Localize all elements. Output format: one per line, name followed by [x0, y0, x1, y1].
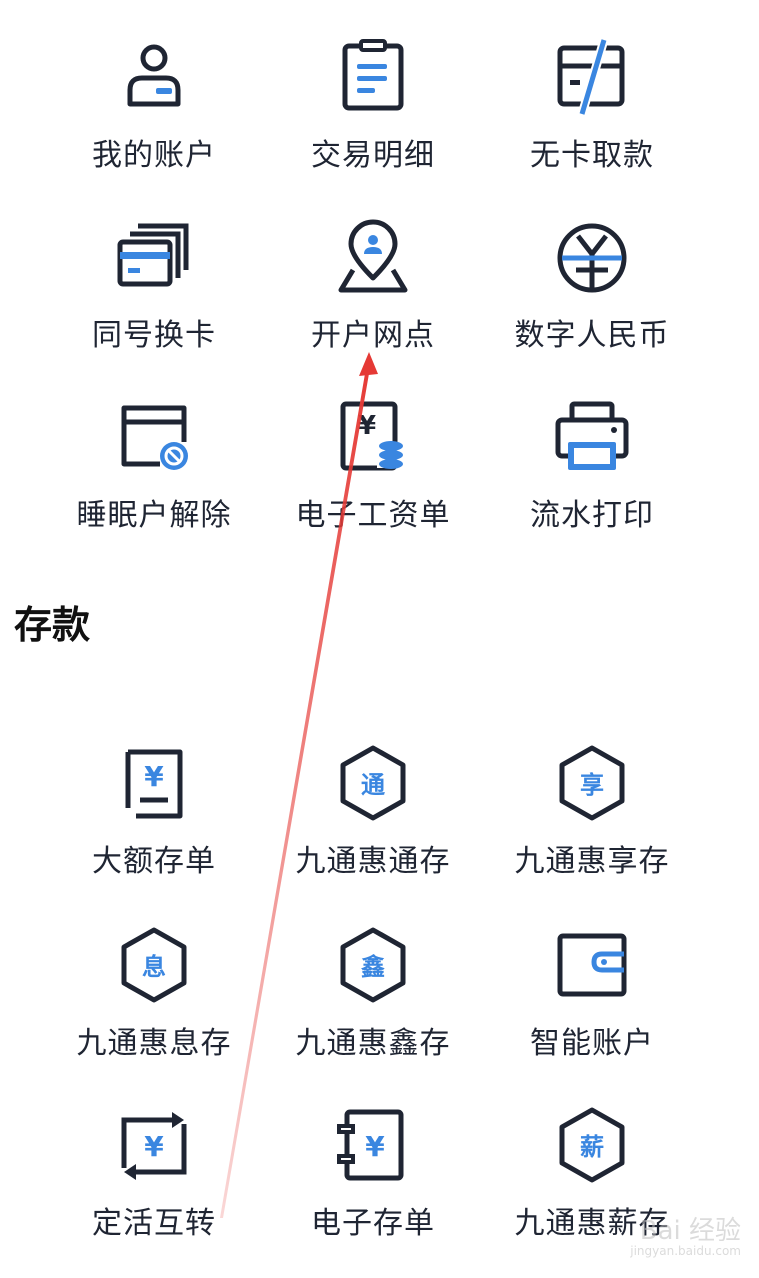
deposit-item-jiutong-tong[interactable]: 通 九通惠通存	[263, 744, 483, 914]
deposit-item-jiutong-xi[interactable]: 息 九通惠息存	[44, 926, 264, 1096]
svg-text:¥: ¥	[358, 411, 376, 441]
grid-item-label: 交易明细	[311, 138, 435, 173]
grid-item-label: 九通惠薪存	[514, 1206, 670, 1241]
grid-item-label: 电子存单	[311, 1206, 435, 1241]
grid-item-branch-location[interactable]: 开户网点	[263, 218, 483, 388]
svg-text:¥: ¥	[144, 1130, 164, 1163]
printer-icon	[552, 398, 632, 478]
svg-text:薪: 薪	[580, 1133, 604, 1161]
grid-item-my-account[interactable]: 我的账户	[44, 38, 264, 208]
jiutong-tong-icon: 通	[333, 744, 413, 824]
svg-text:鑫: 鑫	[361, 953, 385, 981]
branch-location-icon	[333, 218, 413, 298]
deposit-item-jiutong-xin[interactable]: 鑫 九通惠鑫存	[263, 926, 483, 1096]
smart-account-wallet-icon	[552, 926, 632, 1006]
grid-item-label: 我的账户	[92, 138, 216, 173]
grid-item-label: 九通惠享存	[514, 844, 670, 879]
jiutong-xin-icon: 鑫	[333, 926, 413, 1006]
transaction-details-icon	[333, 38, 413, 118]
grid-item-label: 九通惠鑫存	[295, 1026, 451, 1061]
grid-item-label: 睡眠户解除	[76, 498, 232, 533]
svg-text:享: 享	[580, 771, 604, 799]
grid-item-label: 开户网点	[311, 318, 435, 353]
fixed-demand-transfer-icon: ¥	[114, 1106, 194, 1186]
grid-item-label: 同号换卡	[92, 318, 216, 353]
grid-item-transaction-details[interactable]: 交易明细	[263, 38, 483, 208]
e-deposit-icon: ¥	[333, 1106, 413, 1186]
jiutong-xin-salary-icon: 薪	[552, 1106, 632, 1186]
deposit-item-smart-account[interactable]: 智能账户	[482, 926, 702, 1096]
cardless-withdrawal-icon	[552, 38, 632, 118]
grid-item-label: 定活互转	[92, 1206, 216, 1241]
deposit-item-jiutong-xin-salary[interactable]: 薪 九通惠薪存	[482, 1106, 702, 1276]
grid-item-label: 无卡取款	[530, 138, 654, 173]
jiutong-xiang-icon: 享	[552, 744, 632, 824]
grid-item-label: 数字人民币	[514, 318, 670, 353]
grid-item-statement-print[interactable]: 流水打印	[482, 398, 702, 568]
deposit-item-fixed-demand-transfer[interactable]: ¥ 定活互转	[44, 1106, 264, 1276]
dormant-account-icon	[114, 398, 194, 478]
jiutong-xi-icon: 息	[114, 926, 194, 1006]
grid-item-label: 大额存单	[92, 844, 216, 879]
deposit-item-e-deposit[interactable]: ¥ 电子存单	[263, 1106, 483, 1276]
svg-text:¥: ¥	[365, 1130, 385, 1163]
deposit-item-large-deposit[interactable]: ¥ 大额存单	[44, 744, 264, 914]
e-payslip-icon: ¥	[333, 398, 413, 478]
grid-item-cardless-withdrawal[interactable]: 无卡取款	[482, 38, 702, 208]
grid-item-digital-rmb[interactable]: 数字人民币	[482, 218, 702, 388]
section-title-deposit: 存款	[14, 603, 91, 647]
grid-item-label: 电子工资单	[295, 498, 451, 533]
grid-item-dormant-account[interactable]: 睡眠户解除	[44, 398, 264, 568]
grid-item-e-payslip[interactable]: ¥ 电子工资单	[263, 398, 483, 568]
large-deposit-icon: ¥	[114, 744, 194, 824]
digital-rmb-icon	[552, 218, 632, 298]
grid-item-label: 流水打印	[530, 498, 654, 533]
card-replace-icon	[114, 218, 194, 298]
grid-item-label: 九通惠通存	[295, 844, 451, 879]
grid-item-card-replace[interactable]: 同号换卡	[44, 218, 264, 388]
grid-item-label: 九通惠息存	[76, 1026, 232, 1061]
user-account-icon	[114, 38, 194, 118]
svg-text:息: 息	[142, 953, 166, 981]
svg-text:通: 通	[361, 771, 385, 799]
deposit-item-jiutong-xiang[interactable]: 享 九通惠享存	[482, 744, 702, 914]
grid-item-label: 智能账户	[530, 1026, 654, 1061]
yen-glyph: ¥	[144, 760, 164, 793]
